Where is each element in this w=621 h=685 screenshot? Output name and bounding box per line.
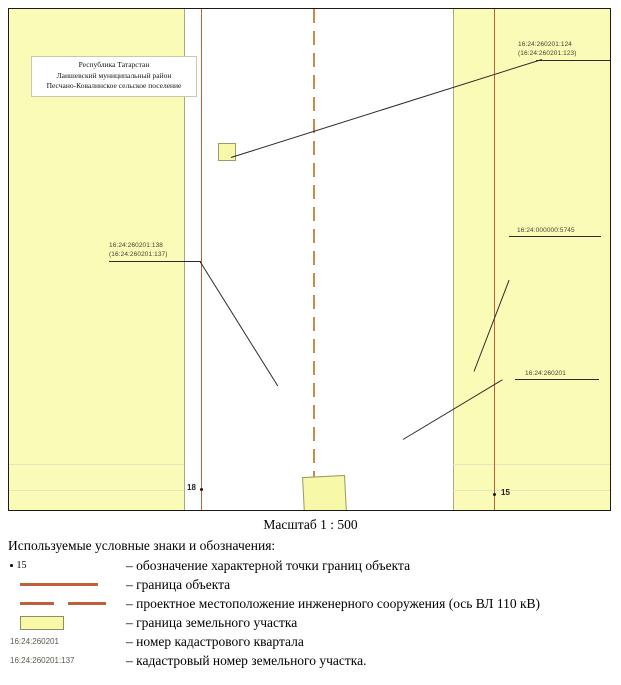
parcel-polygon-lower: [302, 474, 347, 510]
legend-symbol-filled-square: [8, 613, 126, 632]
legend-symbol-point-marker: 15: [8, 556, 126, 575]
legend-text-quarter-number: – номер кадастрового квартала: [126, 633, 304, 649]
leader-underline-label-260201: [515, 379, 599, 380]
legend-parcel-number-sample: 16:24:260201:137: [10, 656, 75, 665]
legend-row-parcel-boundary: – граница земельного участка: [8, 613, 613, 632]
legend-row-object-boundary: – граница объекта: [8, 575, 613, 594]
legend-symbol-solid-line: [8, 575, 126, 594]
vertex-label-15: 15: [501, 488, 510, 497]
cadastral-map-frame: 16:24:260201:124 (16:24:260201:123) 16:2…: [8, 8, 611, 511]
parcel-band-right-edge: [453, 9, 454, 510]
cadastral-label-124: 16:24:260201:124 (16:24:260201:123): [518, 40, 577, 58]
solid-line-icon: [20, 583, 98, 586]
scale-caption: Масштаб 1 : 500: [263, 517, 358, 532]
locality-title-box: Республика Татарстан Лаишевский муниципа…: [31, 56, 197, 97]
leader-line-to-label-138: [199, 261, 279, 387]
band-hairline-left-2: [9, 490, 184, 491]
band-hairline-left-1: [9, 464, 184, 465]
legend-row-parcel-number: 16:24:260201:137 – кадастровый номер зем…: [8, 651, 613, 670]
legend-symbol-quarter-number: 16:24:260201: [8, 632, 126, 651]
cadastral-label-5745: 16:24:000000:5745: [517, 226, 575, 235]
legend-symbol-dashed-line: [8, 594, 126, 613]
cadastral-label-5745-line1: 16:24:000000:5745: [517, 227, 575, 234]
legend-text-parcel-boundary: – граница земельного участка: [126, 614, 298, 630]
legend-point-number: 15: [16, 560, 27, 571]
leader-underline-label-124: [536, 60, 610, 61]
engineering-axis-dashed-line: [313, 9, 315, 510]
point-marker-icon: [10, 564, 13, 567]
locality-line-district: Лаишевский муниципальный район: [56, 70, 172, 80]
cadastral-label-260201: 16:24:260201: [525, 369, 566, 378]
vertex-dot-15: [493, 493, 496, 496]
cadastral-label-138-line2: (16:24:260201:137): [109, 251, 168, 258]
legend: Используемые условные знаки и обозначени…: [8, 538, 613, 670]
parcel-band-right: [453, 9, 610, 510]
vertex-dot-18: [200, 488, 203, 491]
cadastral-label-138: 16:24:260201:138 (16:24:260201:137): [109, 241, 168, 259]
parcel-band-left-edge: [184, 9, 185, 510]
legend-text-parcel-number: – кадастровый номер земельного участка.: [126, 652, 367, 668]
legend-row-characteristic-point: 15 – обозначение характерной точки грани…: [8, 556, 613, 575]
object-boundary-line-right: [494, 9, 496, 510]
legend-text-object-boundary: – граница объекта: [126, 576, 231, 592]
map-canvas: 16:24:260201:124 (16:24:260201:123) 16:2…: [9, 9, 610, 510]
filled-square-icon: [20, 615, 64, 630]
leader-underline-label-5745: [509, 236, 601, 237]
cadastral-label-124-line2: (16:24:260201:123): [518, 50, 577, 57]
cadastral-label-138-line1: 16:24:260201:138: [109, 242, 164, 249]
legend-row-engineering-axis: – проектное местоположение инженерного с…: [8, 594, 613, 613]
legend-text-engineering-axis: – проектное местоположение инженерного с…: [126, 595, 541, 611]
leader-underline-label-138: [109, 261, 201, 262]
dashed-line-icon: [20, 602, 106, 605]
band-hairline-right-1: [453, 464, 610, 465]
legend-row-quarter-number: 16:24:260201 – номер кадастрового кварта…: [8, 632, 613, 651]
legend-heading: Используемые условные знаки и обозначени…: [8, 538, 276, 553]
vertex-label-18: 18: [187, 483, 196, 492]
cadastral-label-124-line1: 16:24:260201:124: [518, 41, 573, 48]
object-boundary-line-left: [201, 9, 203, 510]
locality-line-region: Республика Татарстан: [78, 60, 150, 69]
legend-quarter-number-sample: 16:24:260201: [10, 637, 59, 646]
parcel-polygon-upper: [218, 143, 236, 161]
legend-text-characteristic-point: – обозначение характерной точки границ о…: [126, 557, 411, 573]
locality-line-settlement: Песчано-Ковалинское сельское поселение: [46, 81, 182, 90]
band-hairline-right-2: [453, 490, 610, 491]
cadastral-label-260201-line1: 16:24:260201: [525, 370, 566, 377]
legend-symbol-parcel-number: 16:24:260201:137: [8, 651, 126, 670]
